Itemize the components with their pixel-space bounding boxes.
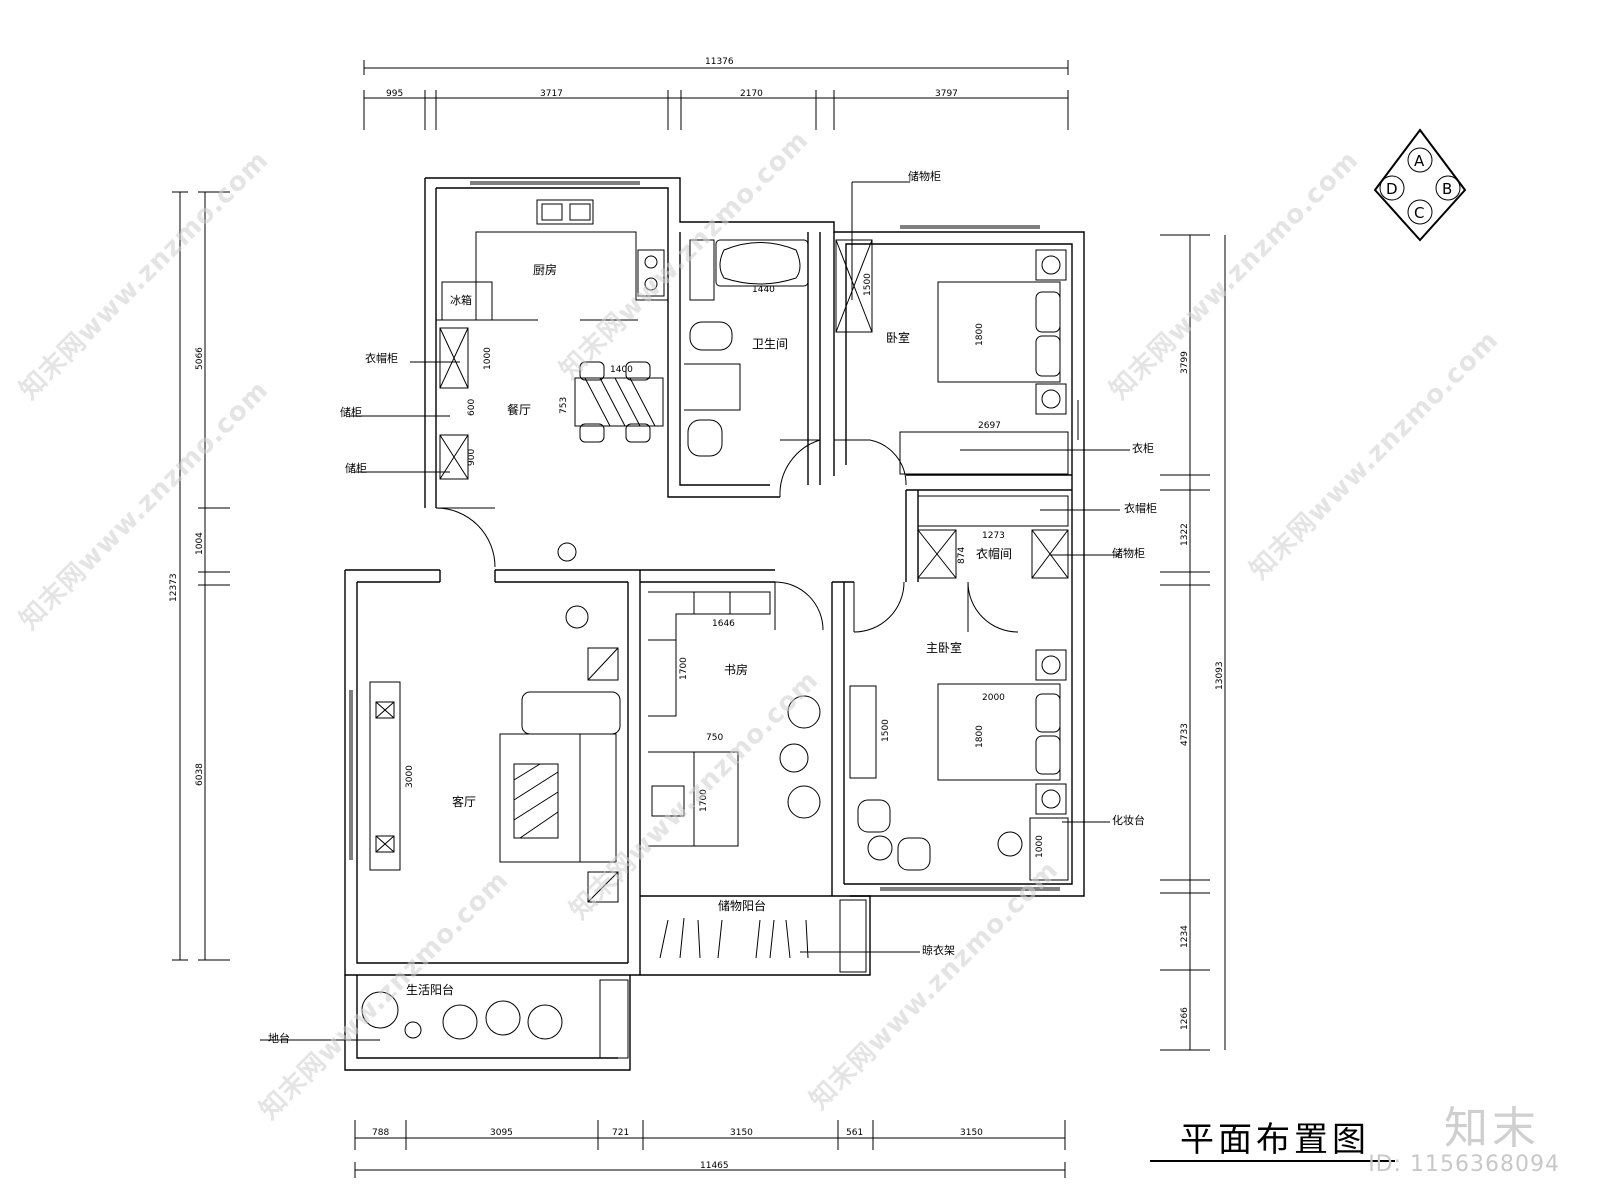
- bedroom-furniture: [835, 239, 1069, 579]
- service-balcony-items: [361, 979, 629, 1059]
- dim-top-1: 995: [386, 89, 403, 99]
- dim-right-3: 4733: [1180, 723, 1190, 746]
- dim-top-4: 3797: [935, 89, 958, 99]
- room-storage-balcony: 储物阳台: [718, 898, 766, 913]
- image-id: ID: 1156368094: [1368, 1152, 1560, 1177]
- compass-b-label: B: [1442, 180, 1452, 198]
- bathroom-fixtures: [684, 239, 809, 457]
- room-bedroom: 卧室: [886, 330, 910, 345]
- compass-c-label: C: [1414, 204, 1424, 222]
- dim-bed-top-len: 1800: [975, 323, 985, 346]
- title-underline: [1150, 1160, 1395, 1162]
- dim-top-3: 2170: [740, 89, 763, 99]
- bottom-dimension-chain: [354, 1120, 1066, 1178]
- living-room-furniture: [369, 542, 621, 903]
- note-wardrobe-left: 衣帽柜: [365, 351, 398, 365]
- dim-bottom-total: 11465: [700, 1161, 729, 1171]
- dim-dresser-1000: 1000: [1035, 835, 1045, 858]
- left-cabinets: [439, 327, 469, 480]
- compass-d-label: D: [1386, 180, 1398, 198]
- dim-cloak-len: 1273: [982, 531, 1005, 541]
- room-living: 客厅: [452, 794, 476, 809]
- master-bedroom-furniture: [849, 649, 1069, 881]
- brand-logo: 知末: [1444, 1103, 1540, 1154]
- dim-cab-900: 900: [467, 449, 477, 466]
- dim-study-shelf: 1646: [712, 619, 735, 629]
- dim-dining-w: 1400: [610, 365, 633, 375]
- dim-wardrobe-len: 2697: [978, 421, 1001, 431]
- dim-dining-d: 753: [559, 397, 569, 414]
- room-study: 书房: [724, 662, 748, 677]
- dim-bottom-6: 3150: [960, 1128, 983, 1138]
- dim-bottom-2: 3095: [490, 1128, 513, 1138]
- dim-right-2: 1322: [1180, 523, 1190, 546]
- dim-bottom-4: 3150: [730, 1128, 753, 1138]
- top-dimension-chain: [363, 60, 1069, 130]
- room-master-bedroom: 主卧室: [926, 640, 962, 655]
- dim-top-total: 11376: [705, 57, 734, 67]
- compass: [1373, 128, 1467, 242]
- dim-master-1500: 1500: [881, 719, 891, 742]
- right-dimension-chain: [1160, 234, 1226, 1051]
- note-drying-rack: 晾衣架: [922, 943, 955, 957]
- note-storage-cabinet-right: 储物柜: [1112, 546, 1145, 560]
- dim-cab-1000: 1000: [483, 347, 493, 370]
- dim-bottom-5: 561: [846, 1128, 863, 1138]
- dining-table: [574, 361, 664, 443]
- dim-cloak-depth: 874: [957, 547, 967, 564]
- kitchen-fixtures: [436, 199, 668, 321]
- dim-cab-600: 600: [467, 399, 477, 416]
- dim-living-3000: 3000: [405, 765, 415, 788]
- dim-master-1800: 1800: [975, 725, 985, 748]
- doors: [435, 439, 1019, 633]
- note-planter: 地台: [268, 1031, 290, 1045]
- dim-left-3: 6038: [195, 763, 205, 786]
- dim-study-1700a: 1700: [679, 657, 689, 680]
- note-storage-cabinet-top: 储物柜: [908, 169, 941, 183]
- dim-master-2000: 2000: [982, 693, 1005, 703]
- room-cloakroom: 衣帽间: [976, 546, 1012, 561]
- dim-study-desk: 750: [706, 733, 723, 743]
- dim-left-total: 12373: [169, 573, 179, 602]
- dim-right-total: 13093: [1215, 661, 1225, 690]
- left-dimension-chain: [172, 191, 230, 961]
- leader-lines: [260, 181, 1130, 1041]
- dim-study-1700b: 1700: [699, 789, 709, 812]
- windows: [349, 181, 1079, 891]
- dim-right-5: 1266: [1180, 1007, 1190, 1030]
- dim-right-4: 1234: [1180, 925, 1190, 948]
- fridge-label: 冰箱: [450, 293, 472, 307]
- note-cloak-cabinet-right: 衣帽柜: [1124, 501, 1157, 515]
- note-dresser: 化妆台: [1112, 813, 1145, 827]
- dim-left-2: 1004: [195, 532, 205, 555]
- compass-a-label: A: [1414, 152, 1425, 170]
- plan-title: 平面布置图: [1180, 1120, 1370, 1160]
- storage-balcony-racks: [659, 899, 867, 973]
- room-kitchen: 厨房: [533, 262, 557, 277]
- dim-bottom-3: 721: [612, 1128, 629, 1138]
- dim-bath-tub: 1440: [752, 285, 775, 295]
- walls: [344, 177, 1085, 1071]
- dim-top-2: 3717: [540, 89, 563, 99]
- dim-bed-top: 1500: [863, 273, 873, 296]
- room-dining: 餐厅: [507, 402, 531, 417]
- dim-left-1: 5066: [195, 347, 205, 370]
- dim-right-1: 3799: [1180, 351, 1190, 374]
- note-wardrobe-right: 衣柜: [1132, 441, 1154, 455]
- study-furniture: [648, 591, 821, 847]
- room-bathroom: 卫生间: [752, 337, 788, 351]
- note-cabinet-2: 储柜: [345, 461, 367, 475]
- dim-bottom-1: 788: [372, 1128, 389, 1138]
- note-cabinet-1: 储柜: [340, 405, 362, 419]
- room-service-balcony: 生活阳台: [406, 982, 454, 997]
